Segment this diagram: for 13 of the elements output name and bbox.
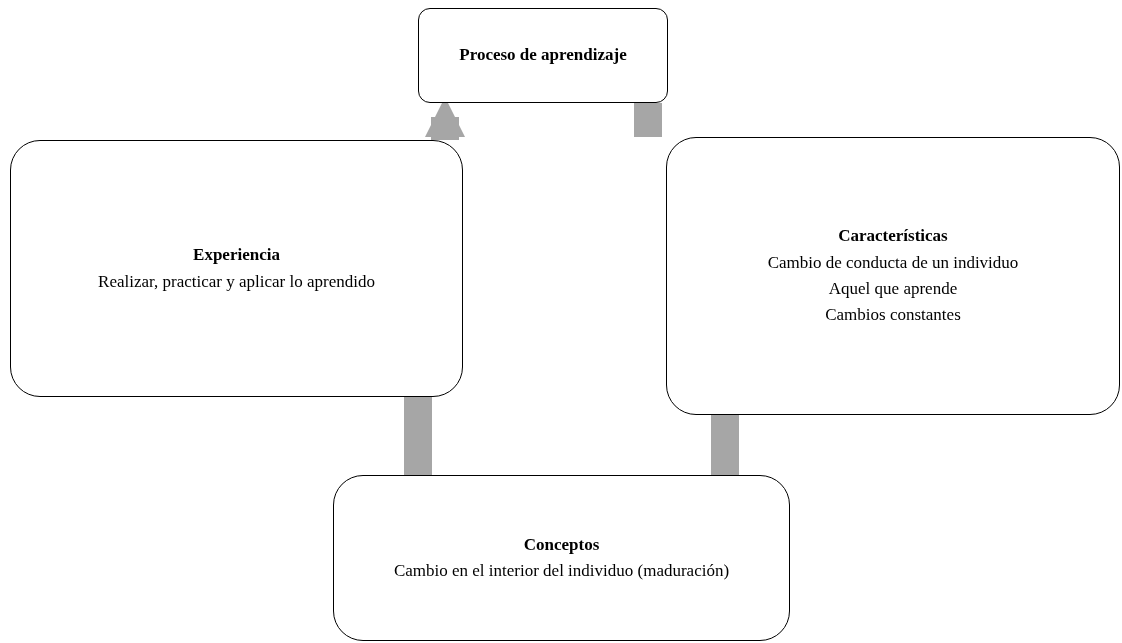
box-heading: Proceso de aprendizaje	[459, 44, 627, 67]
box-text: Cambio en el interior del individuo (maduración)	[393, 560, 730, 582]
box-heading: Características	[838, 225, 948, 248]
box-heading: Conceptos	[523, 533, 600, 556]
box-text: Realizar, practicar y aplicar lo aprendido	[98, 270, 375, 293]
rounded-box	[333, 475, 790, 641]
box-text: Aquel que aprende	[828, 278, 958, 300]
box-heading: Experiencia	[193, 244, 280, 267]
rounded-box	[10, 140, 463, 397]
rounded-box	[666, 137, 1120, 415]
box-text: Cambios constantes	[825, 304, 961, 327]
box-text: Cambio de conducta de un individuo	[767, 251, 1019, 274]
rounded-box	[418, 8, 668, 103]
